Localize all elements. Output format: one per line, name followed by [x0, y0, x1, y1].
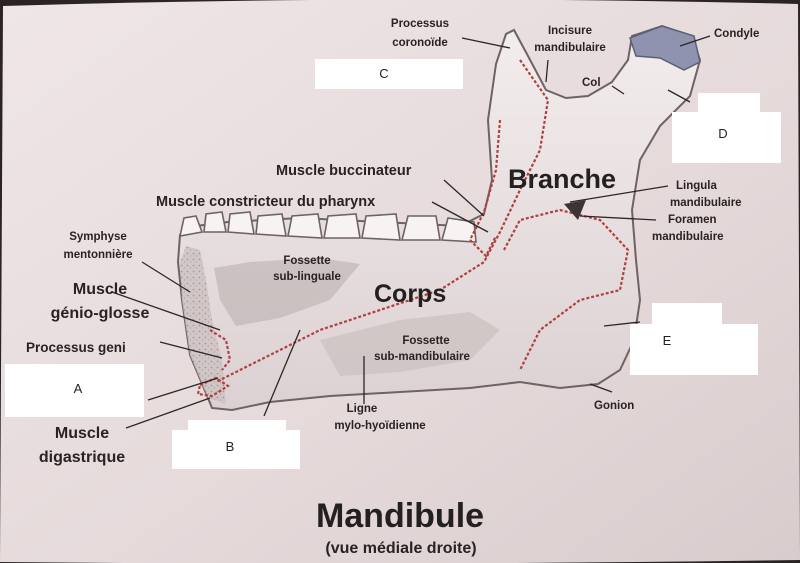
label-digastrique-1: Muscle: [55, 425, 109, 442]
label-condyle: Condyle: [714, 28, 759, 40]
answer-letter-e: E: [663, 333, 672, 348]
label-foramen-1: Foramen: [668, 214, 717, 226]
label-processus-2: coronoïde: [392, 37, 448, 49]
label-ligne-2: mylo-hyoïdienne: [334, 420, 425, 432]
mandible-bone: [176, 24, 702, 412]
answer-box-c[interactable]: C: [315, 59, 463, 89]
diagram-title: Mandibule: [316, 497, 484, 535]
label-genio-2: génio-glosse: [51, 305, 150, 322]
symphysis-texture: [180, 246, 226, 404]
label-gonion: Gonion: [594, 400, 634, 412]
answer-letter-d: D: [718, 126, 727, 141]
answer-boxes: C D E A B: [5, 59, 781, 469]
sublingual-fossa-shade: [214, 258, 360, 326]
label-digastrique-2: digastrique: [39, 449, 125, 466]
answer-box-d[interactable]: D: [672, 93, 781, 163]
teeth-row: [178, 211, 477, 243]
insertion-lines: [196, 59, 630, 398]
label-fossette-mand-1: Fossette: [402, 335, 449, 347]
label-foramen-2: mandibulaire: [652, 231, 724, 243]
label-constricteur: Muscle constricteur du pharynx: [156, 194, 375, 210]
diagram-labels: Processus coronoïde Incisure mandibulair…: [26, 18, 759, 557]
label-symphyse-2: mentonnière: [63, 249, 132, 261]
label-buccinateur: Muscle buccinateur: [276, 163, 412, 179]
label-incisure-1: Incisure: [548, 25, 592, 37]
label-fossette-sub-2: sub-linguale: [273, 271, 341, 283]
answer-letter-a: A: [74, 381, 83, 396]
label-col: Col: [582, 77, 601, 89]
label-processus-geni: Processus geni: [26, 340, 126, 355]
submandibular-fossa-shade: [320, 312, 500, 376]
label-processus-1: Processus: [391, 18, 449, 30]
label-incisure-2: mandibulaire: [534, 42, 606, 54]
answer-box-e[interactable]: E: [630, 303, 758, 375]
label-genio-1: Muscle: [73, 281, 127, 298]
leader-lines: [111, 35, 711, 429]
answer-letter-b: B: [226, 439, 235, 454]
lingula-dark: [564, 200, 586, 220]
label-lingula-2: mandibulaire: [670, 197, 742, 209]
label-corps: Corps: [374, 280, 446, 308]
label-symphyse-1: Symphyse: [69, 231, 127, 243]
label-fossette-mand-2: sub-mandibulaire: [374, 351, 470, 363]
label-fossette-sub-1: Fossette: [283, 255, 330, 267]
label-lingula-1: Lingula: [676, 180, 717, 192]
answer-letter-c: C: [379, 66, 388, 81]
answer-box-b[interactable]: B: [172, 420, 300, 469]
label-branche: Branche: [508, 164, 616, 194]
label-ligne-1: Ligne: [347, 403, 378, 415]
diagram-subtitle: (vue médiale droite): [325, 540, 476, 557]
condyle-cartilage: [629, 25, 701, 71]
answer-box-a[interactable]: A: [5, 364, 144, 417]
